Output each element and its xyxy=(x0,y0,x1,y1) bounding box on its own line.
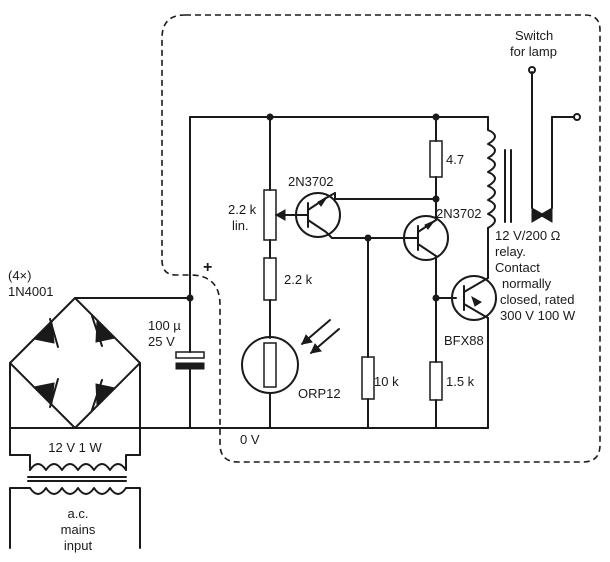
relay-label-2: relay. xyxy=(495,244,526,259)
relay-label-4: normally xyxy=(502,276,552,291)
resistor-2k2-label: 2.2 k xyxy=(284,272,313,287)
junction-dot xyxy=(432,113,440,121)
resistor-4k7 xyxy=(429,140,443,178)
mains-label-2: mains xyxy=(61,522,96,537)
relay-contact xyxy=(528,66,581,223)
relay-label-6: 300 V 100 W xyxy=(500,308,576,323)
mains-label-1: a.c. xyxy=(68,506,89,521)
resistor-2k2 xyxy=(263,257,277,301)
switch-label-1: Switch xyxy=(515,28,553,43)
potentiometer-2k2 xyxy=(263,189,277,241)
ldr-label: ORP12 xyxy=(298,386,341,401)
resistor-10k xyxy=(361,356,375,400)
tr2-label: 2N3702 xyxy=(436,206,482,221)
capacitor-voltage-label: 25 V xyxy=(148,334,175,349)
capacitor-100u xyxy=(175,116,205,429)
capacitor-value-label: 100 µ xyxy=(148,318,181,333)
diode-bottom-right xyxy=(91,379,117,411)
resistor-1k5 xyxy=(429,361,443,401)
pot-taper-label: lin. xyxy=(232,218,249,233)
transistor-tr2-2n3702 xyxy=(403,215,449,261)
transistor-tr3-bfx88 xyxy=(451,275,497,321)
bridge-qty-label: (4×) xyxy=(8,268,31,283)
mains-label-3: input xyxy=(64,538,93,553)
diode-top-left xyxy=(32,318,59,348)
capacitor-polarity-label: + xyxy=(203,259,212,276)
tr1-label: 2N3702 xyxy=(288,174,334,189)
pot-value-label: 2.2 k xyxy=(228,202,257,217)
relay-label-5: closed, rated xyxy=(500,292,574,307)
diode-top-right xyxy=(91,315,117,347)
bridge-rectifier xyxy=(9,297,141,429)
transformer xyxy=(9,454,141,549)
ground-label: 0 V xyxy=(240,432,260,447)
transistor-tr1-2n3702 xyxy=(295,192,341,239)
transformer-label: 12 V 1 W xyxy=(48,440,102,455)
resistor-1k5-label: 1.5 k xyxy=(446,374,475,389)
resistor-4k7-label: 4.7 xyxy=(446,152,464,167)
relay-label-3: Contact xyxy=(495,260,540,275)
resistor-10k-label: 10 k xyxy=(374,374,399,389)
bridge-part-label: 1N4001 xyxy=(8,284,54,299)
tr3-label: BFX88 xyxy=(444,333,484,348)
enclosure-boundary xyxy=(161,14,601,463)
relay-coil xyxy=(487,116,512,279)
ldr-orp12 xyxy=(241,319,340,394)
switch-label-2: for lamp xyxy=(510,44,557,59)
diode-bottom-left xyxy=(32,378,59,408)
relay-label-1: 12 V/200 Ω xyxy=(495,228,561,243)
